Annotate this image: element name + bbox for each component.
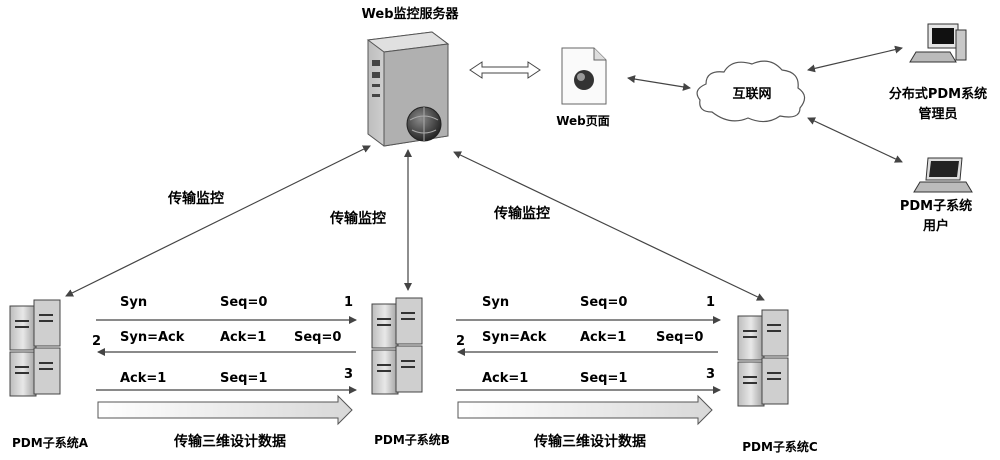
hs-bc-ack1b: Ack=1 xyxy=(482,371,528,386)
subsystem-a-label: PDM子系统A xyxy=(12,435,89,450)
webpage-internet-link xyxy=(627,75,691,91)
server-title: Web监控服务器 xyxy=(362,6,460,22)
admin-label-line1: 分布式PDM系统 xyxy=(889,86,987,102)
hs-bc-synack: Syn=Ack xyxy=(482,330,547,345)
admin-label-line2: 管理员 xyxy=(918,106,957,122)
monitor-label-left: 传输监控 xyxy=(167,190,224,207)
user-label-line2: 用户 xyxy=(922,218,949,234)
hs-ab-seq0: Seq=0 xyxy=(220,295,267,310)
hs-ab-step2: 2 xyxy=(92,334,101,349)
hs-ab-step3: 3 xyxy=(344,367,353,382)
handshake-ab: Syn Seq=0 1 2 Syn=Ack Ack=1 Seq=0 Ack=1 … xyxy=(92,295,357,394)
internet-label: 互联网 xyxy=(732,87,771,102)
hs-bc-ack1: Ack=1 xyxy=(580,330,626,345)
monitor-label-center: 传输监控 xyxy=(329,210,386,227)
web-server-icon xyxy=(366,31,450,147)
hs-ab-synack: Syn=Ack xyxy=(120,330,185,345)
hs-bc-seq1: Seq=1 xyxy=(580,371,627,386)
monitor-arrow-left xyxy=(65,145,371,297)
webpage-icon xyxy=(561,47,607,105)
webpage-label: Web页面 xyxy=(556,114,610,128)
server-webpage-link xyxy=(469,61,541,79)
subsystem-b-label: PDM子系统B xyxy=(374,432,450,447)
cloud-icon xyxy=(696,60,806,123)
hs-ab-seq1: Seq=1 xyxy=(220,371,267,386)
hs-ab-seq0b: Seq=0 xyxy=(294,330,341,345)
monitor-arrow-right xyxy=(453,151,765,301)
user-label-line1: PDM子系统 xyxy=(900,198,972,214)
hs-ab-ack1b: Ack=1 xyxy=(120,371,166,386)
hs-ab-step1: 1 xyxy=(344,295,353,310)
hs-bc-seq0b: Seq=0 xyxy=(656,330,703,345)
transfer-arrow-ab xyxy=(97,394,353,426)
hs-bc-seq0: Seq=0 xyxy=(580,295,627,310)
monitor-label-right: 传输监控 xyxy=(493,205,550,222)
desktop-computer-icon xyxy=(909,23,967,63)
hs-bc-step1: 1 xyxy=(706,295,715,310)
transfer-label-ab: 传输三维设计数据 xyxy=(173,433,286,450)
internet-admin-link xyxy=(807,45,903,73)
server-rack-icon-a xyxy=(9,299,61,397)
hs-bc-syn: Syn xyxy=(482,295,509,310)
server-rack-icon-b xyxy=(371,297,423,395)
internet-user-link xyxy=(807,117,903,163)
handshake-bc: Syn Seq=0 1 2 Syn=Ack Ack=1 Seq=0 Ack=1 … xyxy=(456,295,721,394)
laptop-icon xyxy=(913,157,973,193)
subsystem-c-label: PDM子系统C xyxy=(742,439,818,454)
hs-ab-ack1: Ack=1 xyxy=(220,330,266,345)
server-rack-icon-c xyxy=(737,309,789,407)
hs-bc-step3: 3 xyxy=(706,367,715,382)
transfer-label-bc: 传输三维设计数据 xyxy=(533,433,646,450)
transfer-arrow-bc xyxy=(457,394,713,426)
hs-ab-syn: Syn xyxy=(120,295,147,310)
hs-bc-step2: 2 xyxy=(456,334,465,349)
